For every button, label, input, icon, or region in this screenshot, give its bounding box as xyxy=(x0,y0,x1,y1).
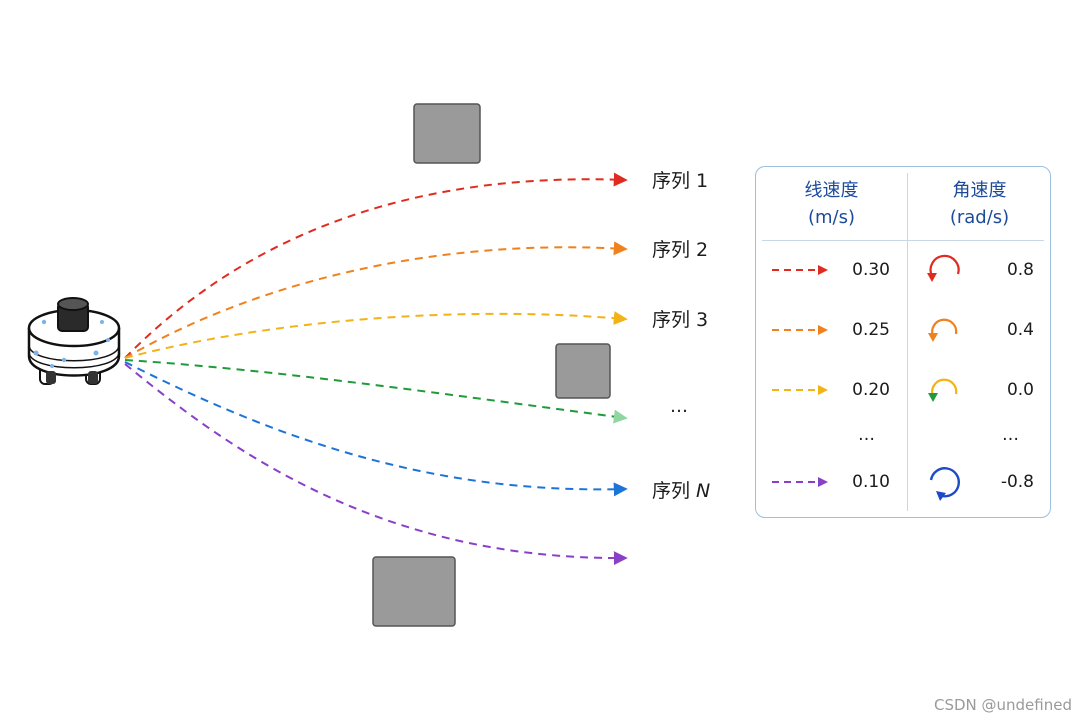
trajectory-1 xyxy=(124,172,628,359)
angular-value: 0.0 xyxy=(1006,380,1034,400)
robot-icon xyxy=(27,297,121,385)
dashed-arrow-icon xyxy=(772,325,828,335)
legend-row: 0.25 0.4 xyxy=(756,313,1052,349)
angular-velocity-title: 角速度 xyxy=(952,180,1007,201)
watermark: CSDN @undefined xyxy=(933,696,1072,714)
linear-velocity-header: 线速度 (m/s) xyxy=(756,177,907,231)
trajectory-5 xyxy=(124,361,628,497)
trajectory-label-3: 序列 3 xyxy=(652,309,708,331)
trajectory-label-1: 序列 1 xyxy=(652,170,708,192)
trajectory-4 xyxy=(124,359,628,424)
linear-velocity-title: 线速度 xyxy=(804,180,859,201)
linear-velocity-unit: (m/s) xyxy=(807,207,856,228)
obstacle-middle xyxy=(555,343,611,399)
counterclockwise-arrow-icon xyxy=(928,378,958,402)
linear-value: 0.30 xyxy=(852,260,890,280)
clockwise-arrow-icon xyxy=(929,467,960,501)
counterclockwise-arrow-icon xyxy=(928,318,958,342)
counterclockwise-arrow-icon xyxy=(927,254,960,282)
legend-angular-ellipsis: … xyxy=(1002,425,1019,445)
legend-header-divider xyxy=(762,240,1044,241)
dashed-arrow-icon xyxy=(772,265,828,275)
trajectory-3 xyxy=(124,311,628,359)
linear-value: 0.25 xyxy=(852,320,890,340)
obstacle-bottom xyxy=(372,556,456,627)
angular-velocity-unit: (rad/s) xyxy=(949,207,1010,228)
legend-row: 0.20 0.0 xyxy=(756,373,1052,409)
linear-value: 0.20 xyxy=(852,380,890,400)
velocity-legend-table: 线速度 (m/s) 角速度 (rad/s) 0.30 0.8 0.25 0.4 xyxy=(755,166,1051,518)
legend-row: 0.10 -0.8 xyxy=(756,465,1052,501)
angular-velocity-header: 角速度 (rad/s) xyxy=(907,177,1052,231)
angular-value: -0.8 xyxy=(1000,472,1034,492)
obstacle-top xyxy=(413,103,481,164)
trajectory-label-n: 序列 N xyxy=(652,480,710,502)
trajectory-label-2: 序列 2 xyxy=(652,239,708,261)
legend-column-divider xyxy=(907,173,908,511)
legend-row: 0.30 0.8 xyxy=(756,253,1052,289)
angular-value: 0.4 xyxy=(1006,320,1034,340)
legend-linear-ellipsis: … xyxy=(858,425,875,445)
trajectory-ellipsis: … xyxy=(670,396,688,417)
linear-value: 0.10 xyxy=(852,472,890,492)
trajectory-6 xyxy=(124,363,628,566)
angular-value: 0.8 xyxy=(1006,260,1034,280)
dashed-arrow-icon xyxy=(772,385,828,395)
dashed-arrow-icon xyxy=(772,477,828,487)
